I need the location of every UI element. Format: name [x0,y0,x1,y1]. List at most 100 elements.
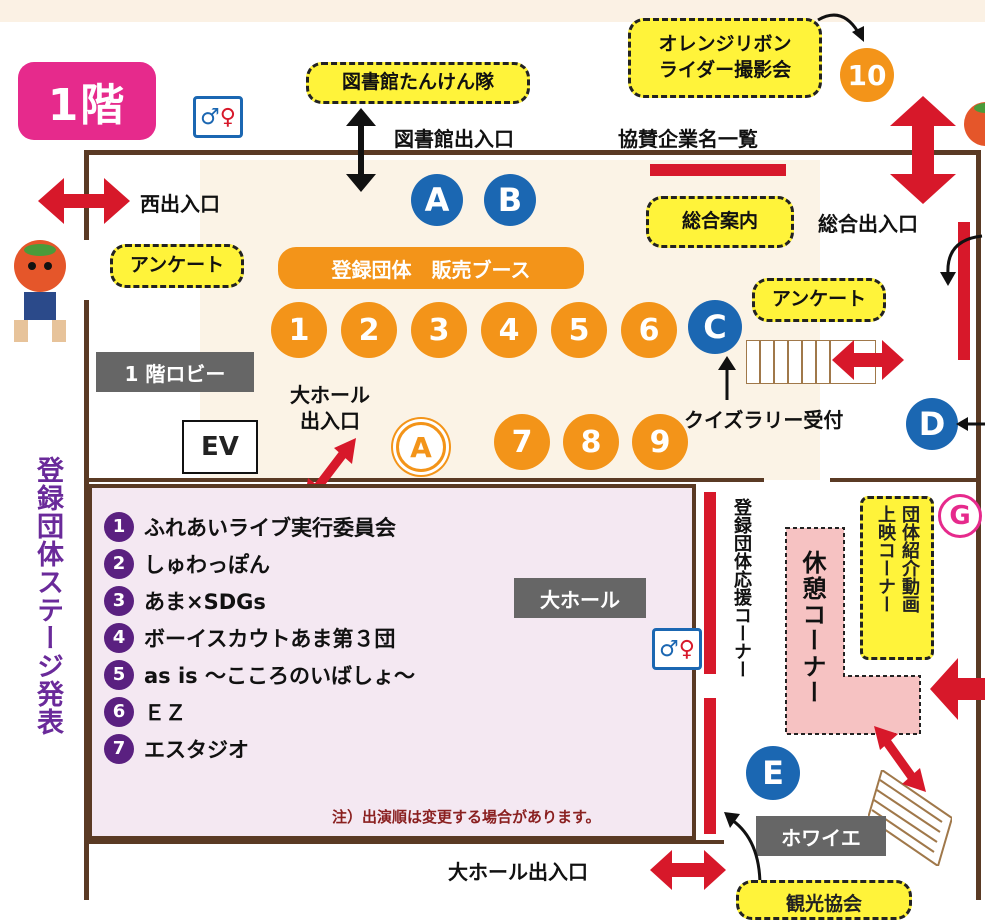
stage-num-3: 3 [104,585,134,616]
marker-e: E [746,746,800,800]
restroom-icon-hall: ♂♀ [652,628,702,670]
stage-name-1: ふれあいライブ実行委員会 [144,515,396,540]
mascot-left [14,240,66,342]
big-hall-box [88,484,696,840]
library-tour-tag: 図書館たんけん隊 [306,62,530,104]
east-red-board [958,222,970,360]
marker-g: G [938,494,982,538]
d-pointer-arrow [956,417,985,431]
booth-7: 7 [494,414,550,470]
west-entrance-arrow [38,178,130,224]
stage-num-6: 6 [104,696,134,727]
tourism-label: 観光協会 [785,893,862,915]
lobby-label: 1 階ロビー [96,352,254,392]
elevator-box: EV [182,420,258,474]
survey-left-label: アンケート [129,254,225,277]
east-curved-arrow [940,234,983,286]
lobby-floor-line [84,478,764,482]
south-corridor-line [84,840,724,844]
booth-6: 6 [621,302,677,358]
library-tour-label: 図書館たんけん隊 [341,71,494,94]
library-entrance-label: 図書館出入口 [394,127,514,151]
booth-banner: 登録団体 販売ブース [278,247,584,289]
booth-5: 5 [551,302,607,358]
main-entrance-arrow [890,96,956,204]
west-entrance-label: 西出入口 [140,192,220,216]
stage-name-5: as is ～こころのいばしょ～ [144,663,415,688]
stage-name-6: ＥＺ [144,700,186,725]
stage-row-5: 5 as is ～こころのいばしょ～ [104,656,415,693]
booth-4: 4 [481,302,537,358]
big-hall-label: 大ホール [514,578,646,618]
survey-right-tag: アンケート [752,278,886,322]
booth-3: 3 [411,302,467,358]
marker-b: B [484,174,536,226]
support-board-upper [704,492,716,674]
general-info-tag: 総合案内 [646,196,794,248]
general-info-label: 総合案内 [681,210,758,233]
tourism-curved-arrow [724,812,762,887]
video-corner-tag: 団体紹介動画 上映コーナー [860,496,934,660]
order-note: 注）出演順は変更する場合があります。 [332,808,601,826]
stage-row-2: 2 しゅわっぽん [104,545,415,582]
booth-1: 1 [271,302,327,358]
rest-corner-label: 休憩コーナー [798,550,826,706]
marker-a-outline: A [396,422,446,472]
stage-name-2: しゅわっぽん [144,552,270,577]
orange-ribbon-line2: ライダー撮影会 [658,59,792,81]
north-wall [84,150,981,155]
orange-ribbon-line1: オレンジリボン [658,33,792,56]
orange-ribbon-tag: オレンジリボン ライダー撮影会 [628,18,822,98]
tourism-tag: 観光協会 [736,880,912,920]
booth-9: 9 [632,414,688,470]
video-corner-line1: 団体紹介動画 [899,505,920,613]
marker-d: D [906,398,958,450]
hall-exit-arrow [650,850,726,890]
sponsor-board [650,164,786,176]
hall-entrance-line2: 出入口 [300,409,360,433]
quiz-reception-label: クイズラリー受付 [684,408,844,432]
booth-8: 8 [563,414,619,470]
stage-list: 1 ふれあいライブ実行委員会 2 しゅわっぽん 3 あま×SDGs 4 ボーイスカウトあ… [104,508,415,767]
survey-right-label: アンケート [771,288,867,311]
east-entrance-arrow [930,658,985,720]
stage-num-1: 1 [104,511,134,542]
sponsors-label: 協賛企業名一覧 [618,127,758,151]
foyer-label: ホワイエ [756,816,886,856]
west-wall-lower [84,300,89,900]
stage-name-4: ボーイスカウトあま第３団 [144,626,396,651]
stage-num-4: 4 [104,622,134,653]
main-entrance-label: 総合出入口 [818,212,918,236]
stage-row-3: 3 あま×SDGs [104,582,415,619]
quiz-pointer-arrow [718,356,736,400]
mascot-right [964,102,985,146]
hall-entrance-label: 大ホール 出入口 [290,382,370,434]
stage-num-2: 2 [104,548,134,579]
booth-2: 2 [341,302,397,358]
stage-row-4: 4 ボーイスカウトあま第３団 [104,619,415,656]
elevator-label: EV [201,432,239,462]
support-corner-label: 登録団体応援コーナー [731,498,752,678]
marker-a: A [411,174,463,226]
marker-c: C [688,300,742,354]
stage-row-1: 1 ふれあいライブ実行委員会 [104,508,415,545]
floor-badge: 1階 [18,62,156,140]
stage-num-7: 7 [104,733,134,764]
stage-side-title: 登録団体ステージ発表 [32,456,63,736]
restroom-icon: ♂♀ [193,96,243,138]
stage-num-5: 5 [104,659,134,690]
stage-row-6: 6 ＥＺ [104,693,415,730]
stairs-double-arrow [832,340,904,380]
stage-name-3: あま×SDGs [144,589,266,614]
top-band [0,0,985,22]
support-board-lower [704,698,716,834]
survey-left-tag: アンケート [110,244,244,288]
video-corner-line2: 上映コーナー [875,505,896,613]
lobby-floor-line-right [830,478,980,482]
stage-row-7: 7 エスタジオ [104,730,415,767]
stage-name-7: エスタジオ [144,737,249,762]
hall-entrance-line1: 大ホール [290,383,370,407]
rest-corner-area [785,527,921,735]
curved-arrow-icon [817,13,864,42]
library-entrance-arrow [346,108,376,192]
